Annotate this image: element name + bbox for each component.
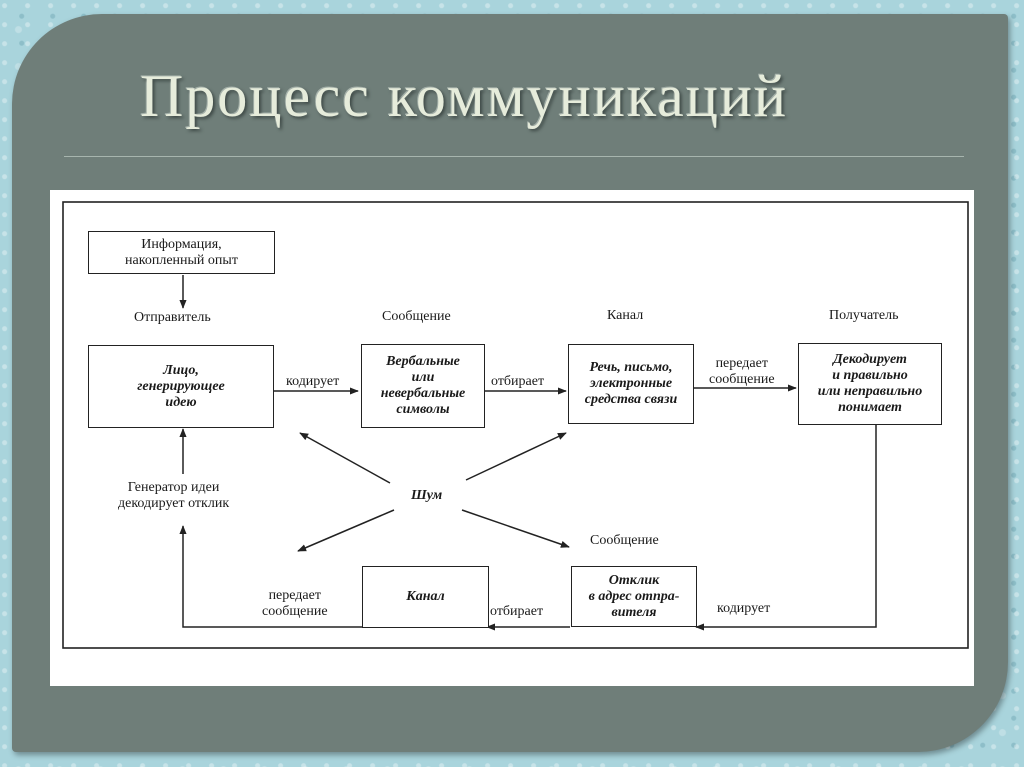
label-selects-back: отбирает [490, 604, 544, 619]
diagram-panel: Информация, накопленный опыт Лицо, генер… [50, 190, 974, 686]
label-message: Сообщение [382, 309, 451, 324]
label-transmits-line-2: сообщение [709, 372, 775, 387]
channel-line-1: Речь, письмо, [589, 360, 673, 375]
label-decoder-line-2: декодирует отклик [118, 496, 230, 511]
information-line-1: Информация, [141, 236, 222, 252]
label-transmits-back-line-1: передает [268, 588, 321, 603]
noise-arrow-up-right [465, 432, 567, 481]
message-box: Вербальные или невербальные символы [361, 344, 485, 428]
receiver-line-3: или неправильно [817, 384, 923, 399]
message-line-1: Вербальные [386, 354, 460, 369]
label-transmits: передает сообщение [709, 356, 775, 388]
channel-line-3: средства связи [584, 392, 678, 407]
receiver-box: Декодирует и правильно или неправильно п… [798, 343, 942, 425]
diagram-connectors [62, 201, 969, 649]
title-divider [64, 156, 964, 157]
noise-arrow-down-left [297, 509, 395, 552]
label-receiver: Получатель [829, 308, 899, 323]
channel-line-2: электронные [589, 376, 673, 391]
sender-line-3: идею [165, 394, 197, 410]
label-response-message: Сообщение [590, 533, 659, 548]
return-channel-box: Канал [362, 566, 489, 628]
label-sender: Отправитель [134, 310, 211, 325]
arrow-receiver-to-response [695, 424, 877, 631]
sender-line-2: генерирующее [137, 378, 225, 394]
return-channel-label: Канал [406, 589, 445, 604]
label-transmits-back: передает сообщение [262, 588, 328, 620]
receiver-line-2: и правильно [832, 368, 908, 383]
channel-box: Речь, письмо, электронные средства связи [568, 344, 694, 424]
noise-arrow-down-right [461, 509, 570, 548]
arrow-channel-to-decoder [179, 525, 362, 628]
sender-line-1: Лицо, [163, 362, 199, 378]
label-noise: Шум [411, 488, 443, 503]
receiver-line-1: Декодирует [833, 352, 907, 367]
message-line-4: символы [396, 402, 450, 417]
sender-box: Лицо, генерирующее идею [88, 345, 274, 428]
label-encodes-back: кодирует [717, 601, 771, 616]
noise-arrow-up-left [299, 432, 391, 484]
response-line-3: вителя [611, 604, 657, 620]
label-decoder-line-1: Генератор идеи [127, 480, 220, 495]
label-transmits-line-1: передает [715, 356, 768, 371]
label-transmits-back-line-2: сообщение [262, 604, 328, 619]
information-line-2: накопленный опыт [125, 252, 238, 268]
response-box: Отклик в адрес отпра- вителя [571, 566, 697, 627]
message-line-2: или [411, 370, 435, 385]
receiver-line-4: понимает [838, 400, 902, 415]
information-box: Информация, накопленный опыт [88, 231, 275, 274]
page-title: Процесс коммуникаций [140, 63, 789, 129]
message-line-3: невербальные [380, 386, 466, 401]
response-line-1: Отклик [608, 572, 660, 588]
label-selects: отбирает [491, 374, 545, 389]
label-channel: Канал [607, 308, 644, 323]
response-line-2: в адрес отпра- [588, 588, 680, 604]
label-encodes: кодирует [286, 374, 340, 389]
label-decoder: Генератор идеи декодирует отклик [118, 480, 229, 512]
diagram-frame [62, 201, 969, 649]
